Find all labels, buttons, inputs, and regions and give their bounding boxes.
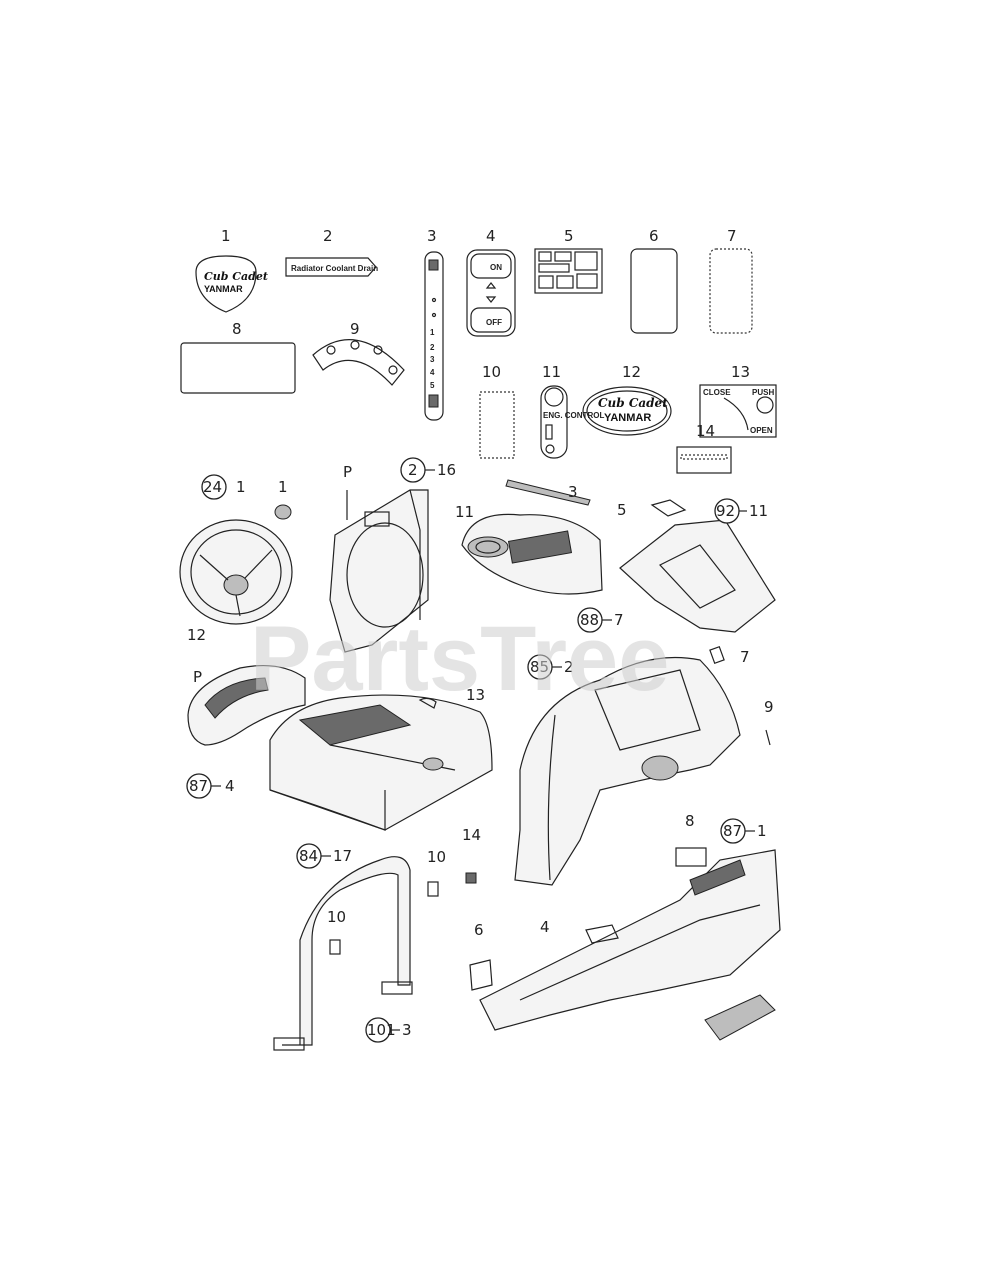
dash-support-frame: P 2 16: [329, 457, 456, 653]
steering-ref: 24: [203, 478, 222, 496]
decal-3-throttle-strip: 1 2 3 4 5: [424, 251, 444, 421]
decal-callout-5: 5: [564, 227, 574, 245]
fender-decal-14: [465, 872, 477, 884]
hood-label-13: 13: [466, 686, 485, 704]
console-label-3: 3: [568, 483, 578, 501]
decal-callout-4: 4: [486, 227, 496, 245]
floor-label-6: 6: [474, 921, 484, 939]
steering-cap: [274, 504, 292, 520]
svg-text:1: 1: [430, 328, 435, 337]
decal-12-logo-oval: Cub Cadet YANMAR: [582, 386, 672, 436]
fender-label-14: 14: [462, 826, 481, 844]
floor-qty: 1: [757, 822, 767, 840]
steering-qty: 1: [236, 478, 246, 496]
frame-label: P: [343, 463, 352, 481]
decal-callout-8: 8: [232, 320, 242, 338]
rops-ref: 101: [367, 1021, 396, 1039]
plate-label-5: 5: [617, 501, 627, 519]
console-strip: [505, 479, 591, 506]
rops-frame: 10 10 101 3: [273, 848, 446, 1051]
decal-9-gauge-arc: [312, 339, 405, 386]
rops-label-10b: 10: [427, 848, 446, 866]
dash-ref: 85: [530, 658, 549, 676]
frame-qty: 16: [437, 461, 456, 479]
decal-1-logo-shield: Cub Cadet YANMAR: [195, 255, 268, 313]
decal-13-close-text: CLOSE: [703, 388, 731, 397]
svg-text:4: 4: [430, 368, 435, 377]
cap-label: 1: [278, 478, 288, 496]
decal-13-open-text: OPEN: [750, 426, 773, 435]
hood-ref: 84: [299, 847, 318, 865]
dash-label-7: 7: [740, 648, 750, 666]
decal-callout-6: 6: [649, 227, 659, 245]
dash-label-9: 9: [764, 698, 774, 716]
decal-13-push-text: PUSH: [752, 388, 774, 397]
decal-callout-12: 12: [622, 363, 641, 381]
decal-4-on-text: ON: [490, 263, 502, 272]
decal-1-brand-subtext: YANMAR: [204, 284, 243, 294]
svg-text:3: 3: [430, 355, 435, 364]
steering-wheel: 24 1 1 12: [179, 474, 293, 644]
decal-callout-14: 14: [696, 422, 715, 440]
decal-callout-10: 10: [482, 363, 501, 381]
frame-ref: 2: [408, 461, 418, 479]
floor-ref: 87: [723, 822, 742, 840]
decal-14-blank: [676, 446, 732, 474]
decal-callout-3: 3: [427, 227, 437, 245]
plate-ref: 92: [716, 502, 735, 520]
decal-6-blank: [630, 248, 678, 334]
decal-2-text: Radiator Coolant Drain: [291, 264, 378, 273]
left-qty: 4: [225, 777, 235, 795]
plate-qty: 11: [749, 502, 768, 520]
assembly: 24 1 1 12 P 2 16 11 3 8: [179, 457, 781, 1051]
decal-8-blank: [180, 342, 296, 394]
decal-1-brand-text: Cub Cadet: [204, 270, 268, 283]
decal-callout-7: 7: [727, 227, 737, 245]
decal-7-blank: [709, 248, 753, 334]
floor-pan: 8 87 1 4 6: [469, 812, 781, 1041]
decal-11-engine-control: ENG. CONTROL: [540, 385, 604, 459]
decal-2-radiator-label: Radiator Coolant Drain: [285, 257, 378, 277]
floor-label-4: 4: [540, 918, 550, 936]
left-ref: 87: [189, 777, 208, 795]
console-qty: 7: [614, 611, 624, 629]
decal-14-dotted-line: [680, 454, 728, 460]
decal-4-on-off: ON OFF: [466, 249, 516, 337]
left-label: P: [193, 668, 202, 686]
decal-12-brand-subtext: YANMAR: [604, 412, 651, 424]
watermark: PartsTree: [250, 608, 669, 710]
decal-callout-2: 2: [323, 227, 333, 245]
hood: 13 84 17: [269, 686, 493, 869]
decal-set: 1 2 3 4 5 6 7 8 9 10 11 12 13 14 Cub Cad…: [180, 227, 777, 474]
svg-text:2: 2: [430, 343, 435, 352]
wheel-label: 12: [187, 626, 206, 644]
decal-11-text: ENG. CONTROL: [543, 411, 604, 420]
console-ref: 88: [580, 611, 599, 629]
decal-10-blank: [479, 391, 515, 459]
decal-callout-9: 9: [350, 320, 360, 338]
floor-tray: 5 92 11: [617, 498, 776, 633]
hood-qty: 17: [333, 847, 352, 865]
decal-5-icon-grid: [534, 248, 603, 294]
console-upper: 11 3 88 7: [455, 479, 624, 633]
dash-panel: 85 2 7 9: [514, 645, 774, 886]
decal-13-choke-label: CLOSE PUSH OPEN: [699, 384, 777, 438]
dash-qty: 2: [564, 658, 574, 676]
floor-label-8: 8: [685, 812, 695, 830]
tray-decal: [650, 499, 687, 517]
rops-label-10a: 10: [327, 908, 346, 926]
decal-4-off-text: OFF: [486, 318, 502, 327]
svg-text:5: 5: [430, 381, 435, 390]
rops-qty: 3: [402, 1021, 412, 1039]
decal-callout-13: 13: [731, 363, 750, 381]
left-bezel: P 87 4: [186, 664, 306, 799]
decal-callout-1: 1: [221, 227, 231, 245]
console-label-11: 11: [455, 503, 474, 521]
decal-12-brand-text: Cub Cadet: [598, 396, 668, 410]
decal-callout-11: 11: [542, 363, 561, 381]
